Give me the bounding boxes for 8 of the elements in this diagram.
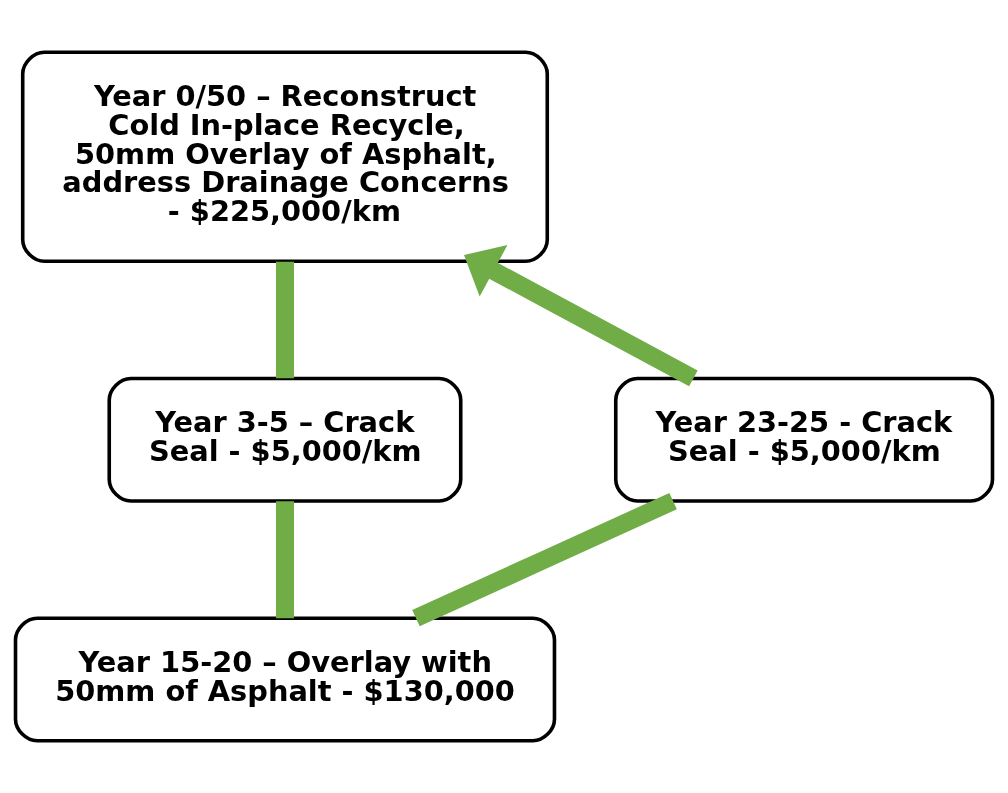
connector	[275, 261, 294, 379]
node-box: Year 23-25 - Crack Seal - $5,000/km	[613, 376, 995, 503]
node-box: Year 3-5 – Crack Seal - $5,000/km	[107, 376, 463, 503]
node-box: Year 15-20 – Overlay with 50mm of Asphalt - $130,000	[13, 616, 557, 743]
connector	[412, 492, 677, 627]
arrow	[464, 245, 698, 387]
connector	[275, 501, 294, 619]
node-box: Year 0/50 – Reconstruct Cold In-place Recycle, 50mm Overlay of Asphalt, address Drainage Concerns - $225,000/km	[20, 50, 550, 264]
